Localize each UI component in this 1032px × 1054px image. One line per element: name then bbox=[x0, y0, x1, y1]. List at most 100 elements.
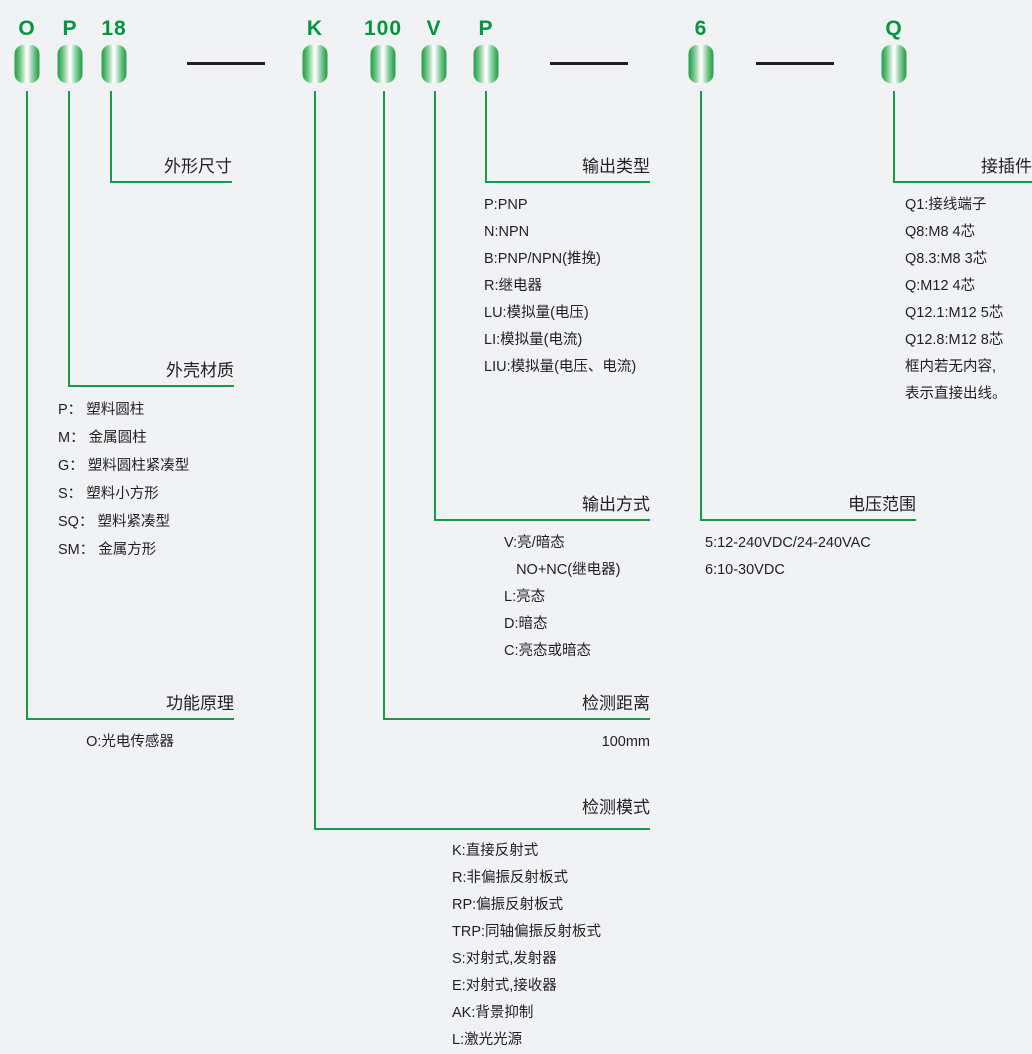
output-mode-item: D:暗态 bbox=[504, 616, 548, 632]
code-char-6: 6 bbox=[694, 17, 708, 40]
distance-item: 100mm bbox=[601, 734, 650, 750]
callout-output-type-items: P:PNP N:NPN B:PNP/NPN(推挽) R:继电器 LU:模拟量(电… bbox=[484, 192, 636, 381]
code-char-V: V bbox=[426, 17, 442, 40]
bracket-line-connector-v bbox=[893, 91, 895, 181]
callout-connector-items: Q1:接线端子 Q8:M8 4芯 Q8.3:M8 3芯 Q:M12 4芯 Q12… bbox=[905, 192, 1007, 408]
callout-dimension-title: 外形尺寸 bbox=[164, 157, 232, 176]
connector-item: Q8.3:M8 3芯 bbox=[905, 251, 988, 267]
code-capsule-100 bbox=[370, 45, 396, 83]
bracket-line-dimension-v bbox=[110, 91, 112, 181]
callout-housing-items: P： 塑料圆柱 M： 金属圆柱 G： 塑料圆柱紧凑型 S： 塑料小方形 SQ： … bbox=[58, 396, 189, 564]
code-char-K: K bbox=[306, 17, 324, 40]
housing-item: S： 塑料小方形 bbox=[58, 486, 159, 502]
detect-mode-item: L:激光光源 bbox=[452, 1032, 523, 1048]
code-dash-3 bbox=[756, 62, 834, 65]
callout-detect-mode-items: K:直接反射式 R:非偏振反射板式 RP:偏振反射板式 TRP:同轴偏振反射板式… bbox=[452, 838, 601, 1054]
callout-detect-mode: 检测模式 bbox=[314, 799, 650, 816]
connector-item: 框内若无内容, bbox=[905, 359, 997, 375]
callout-dimension: 外形尺寸 bbox=[110, 158, 232, 175]
code-capsule-6 bbox=[688, 45, 714, 83]
code-dash-2 bbox=[550, 62, 628, 65]
output-mode-item: C:亮态或暗态 bbox=[504, 643, 591, 659]
callout-distance: 检测距离 bbox=[383, 695, 650, 712]
code-capsule-P1 bbox=[57, 45, 83, 83]
callout-output-type: 输出类型 bbox=[485, 158, 650, 175]
housing-item: M： 金属圆柱 bbox=[58, 430, 147, 446]
detect-mode-item: AK:背景抑制 bbox=[452, 1005, 534, 1021]
bracket-line-output-mode-h bbox=[434, 519, 650, 521]
bracket-line-distance-v bbox=[383, 91, 385, 718]
callout-connector: 接插件 bbox=[893, 158, 1032, 175]
code-char-Q: Q bbox=[885, 17, 903, 40]
code-char-18: 18 bbox=[101, 17, 127, 40]
callout-connector-title: 接插件 bbox=[981, 157, 1032, 176]
connector-item: Q12.1:M12 5芯 bbox=[905, 305, 1004, 321]
callout-output-mode-items: V:亮/暗态 NO+NC(继电器) L:亮态 D:暗态 C:亮态或暗态 bbox=[504, 530, 620, 665]
bracket-line-voltage-v bbox=[700, 91, 702, 519]
detect-mode-item: R:非偏振反射板式 bbox=[452, 870, 568, 886]
code-capsule-V bbox=[421, 45, 447, 83]
voltage-range-item: 5:12-240VDC/24-240VAC bbox=[705, 535, 871, 551]
callout-voltage-range: 电压范围 bbox=[700, 496, 916, 513]
function-item: O:光电传感器 bbox=[86, 734, 174, 750]
connector-item: Q1:接线端子 bbox=[905, 197, 987, 213]
callout-distance-title: 检测距离 bbox=[582, 694, 650, 713]
bracket-line-housing-v bbox=[68, 91, 70, 385]
callout-output-type-title: 输出类型 bbox=[582, 157, 650, 176]
connector-item: Q8:M8 4芯 bbox=[905, 224, 976, 240]
code-capsule-Q bbox=[881, 45, 907, 83]
bracket-line-connector-h bbox=[893, 181, 1032, 183]
output-type-item: LI:模拟量(电流) bbox=[484, 332, 583, 348]
detect-mode-item: RP:偏振反射板式 bbox=[452, 897, 564, 913]
connector-item: Q12.8:M12 8芯 bbox=[905, 332, 1004, 348]
code-capsule-O bbox=[14, 45, 40, 83]
output-type-item: LIU:模拟量(电压、电流) bbox=[484, 359, 637, 375]
voltage-range-item: 6:10-30VDC bbox=[705, 562, 785, 578]
callout-voltage-range-items: 5:12-240VDC/24-240VAC 6:10-30VDC bbox=[705, 530, 871, 584]
callout-housing-title: 外壳材质 bbox=[166, 361, 234, 380]
detect-mode-item: E:对射式,接收器 bbox=[452, 978, 557, 994]
bracket-line-output-type-h bbox=[485, 181, 650, 183]
output-mode-item: NO+NC(继电器) bbox=[504, 562, 621, 578]
callout-distance-items: 100mm bbox=[383, 729, 650, 756]
connector-item: 表示直接出线。 bbox=[905, 386, 1007, 402]
callout-function-title: 功能原理 bbox=[166, 694, 234, 713]
output-mode-item: V:亮/暗态 bbox=[504, 535, 565, 551]
bracket-line-detect-mode-v bbox=[314, 91, 316, 828]
code-char-P2: P bbox=[478, 17, 494, 40]
bracket-line-housing-h bbox=[68, 385, 234, 387]
code-char-P1: P bbox=[62, 17, 78, 40]
detect-mode-item: TRP:同轴偏振反射板式 bbox=[452, 924, 602, 940]
bracket-line-distance-h bbox=[383, 718, 650, 720]
code-char-O: O bbox=[18, 17, 36, 40]
bracket-line-output-mode-v bbox=[434, 91, 436, 519]
connector-item: Q:M12 4芯 bbox=[905, 278, 976, 294]
code-capsule-K bbox=[302, 45, 328, 83]
code-dash-1 bbox=[187, 62, 265, 65]
callout-detect-mode-title: 检测模式 bbox=[582, 798, 650, 817]
callout-voltage-range-title: 电压范围 bbox=[848, 495, 916, 514]
callout-function-items: O:光电传感器 bbox=[26, 729, 234, 756]
output-type-item: R:继电器 bbox=[484, 278, 542, 294]
detect-mode-item: S:对射式,发射器 bbox=[452, 951, 557, 967]
callout-output-mode-title: 输出方式 bbox=[582, 495, 650, 514]
output-type-item: P:PNP bbox=[484, 197, 528, 213]
output-type-item: B:PNP/NPN(推挽) bbox=[484, 251, 601, 267]
code-capsule-18 bbox=[101, 45, 127, 83]
housing-item: SQ： 塑料紧凑型 bbox=[58, 514, 170, 530]
bracket-line-dimension-h bbox=[110, 181, 232, 183]
housing-item: SM： 金属方形 bbox=[58, 542, 157, 558]
bracket-line-voltage-h bbox=[700, 519, 916, 521]
bracket-line-detect-mode-h bbox=[314, 828, 650, 830]
output-type-item: LU:模拟量(电压) bbox=[484, 305, 589, 321]
callout-housing: 外壳材质 bbox=[68, 362, 234, 379]
bracket-line-output-type-v bbox=[485, 91, 487, 181]
bracket-line-function-h bbox=[26, 718, 234, 720]
output-mode-item: L:亮态 bbox=[504, 589, 546, 605]
bracket-line-function-v bbox=[26, 91, 28, 718]
callout-function: 功能原理 bbox=[26, 695, 234, 712]
detect-mode-item: K:直接反射式 bbox=[452, 843, 539, 859]
code-char-100: 100 bbox=[363, 17, 403, 40]
housing-item: P： 塑料圆柱 bbox=[58, 402, 145, 418]
